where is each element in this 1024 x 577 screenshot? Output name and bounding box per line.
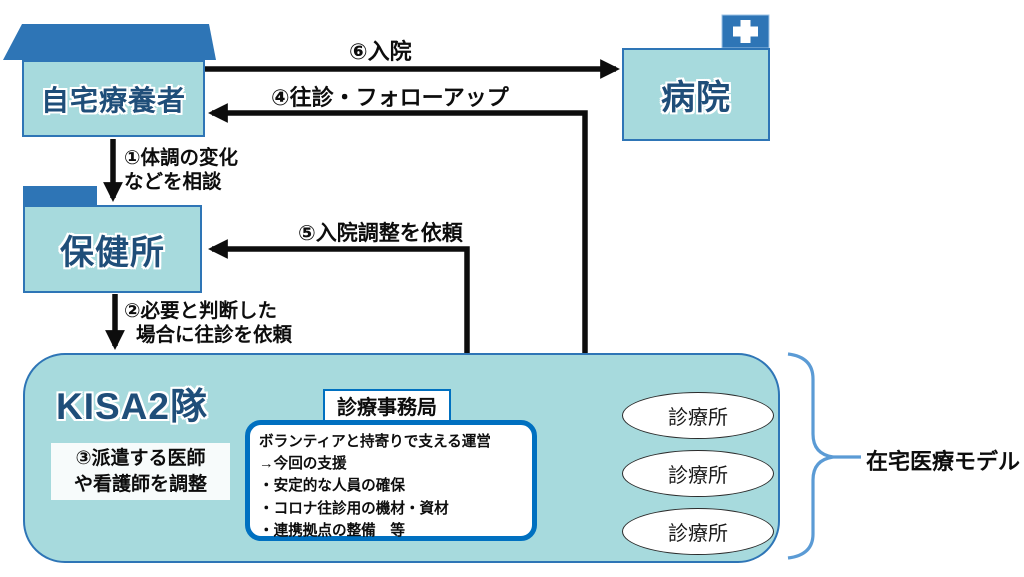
arrow-2-label-line1: ②必要と判断した <box>124 300 278 322</box>
office-line-2: →今回の支援 <box>259 456 347 473</box>
node-clinic-3: 診療所 <box>622 508 774 555</box>
node-home: 自宅療養者 <box>22 60 205 137</box>
kisa2-note3-line2: や看護師を調整 <box>73 473 207 495</box>
node-health-center: 保健所 <box>23 205 202 293</box>
kisa2-note3: ③派遣する医師 や看護師を調整 <box>51 443 230 500</box>
kisa2-title: KISA2隊 <box>56 386 208 427</box>
office-line-5: ・連携拠点の整備 等 <box>259 522 405 539</box>
arrow-4-label: ④往診・フォローアップ <box>271 85 509 110</box>
model-bracket-label: 在宅医療モデル <box>866 449 1021 474</box>
arrow-1-label: ①体調の変化 などを相談 <box>124 146 238 195</box>
office-label-box: 診療事務局 <box>323 389 451 422</box>
clinic-3-label: 診療所 <box>668 523 728 545</box>
office-line-4: ・コロナ往診用の機材・資材 <box>259 500 449 517</box>
office-label: 診療事務局 <box>337 397 437 419</box>
arrow-1-label-line1: ①体調の変化 <box>124 147 239 169</box>
clinic-2-label: 診療所 <box>668 465 728 487</box>
model-brace <box>787 352 861 560</box>
node-clinic-1: 診療所 <box>622 392 774 439</box>
arrow-5-label: ⑤入院調整を依頼 <box>298 222 463 245</box>
node-health-center-tab <box>23 186 97 205</box>
node-clinic-2: 診療所 <box>622 450 774 497</box>
node-health-center-label: 保健所 <box>60 233 165 272</box>
node-hospital-label: 病院 <box>661 79 731 117</box>
arrow-2-label-line2: 場合に往診を依頼 <box>136 324 293 347</box>
office-detail-box: ボランティアと持寄りで支える運営 →今回の支援 ・安定的な人員の確保 ・コロナ往… <box>245 420 537 541</box>
kisa2-note3-line1: ③派遣する医師 <box>75 447 206 469</box>
home-roof <box>3 24 216 60</box>
arrow-2-label: ②必要と判断した 場合に往診を依頼 <box>124 299 292 348</box>
clinic-1-label: 診療所 <box>668 407 728 429</box>
arrow-6-label: ⑥入院 <box>349 39 412 64</box>
arrow-1-label-line2: などを相談 <box>124 171 222 194</box>
office-line-3: ・安定的な人員の確保 <box>259 478 405 495</box>
node-home-label: 自宅療養者 <box>40 84 186 116</box>
node-hospital: 病院 <box>622 48 770 141</box>
hospital-cross-icon <box>721 14 770 49</box>
office-line-1: ボランティアと持寄りで支える運営 <box>259 434 491 450</box>
